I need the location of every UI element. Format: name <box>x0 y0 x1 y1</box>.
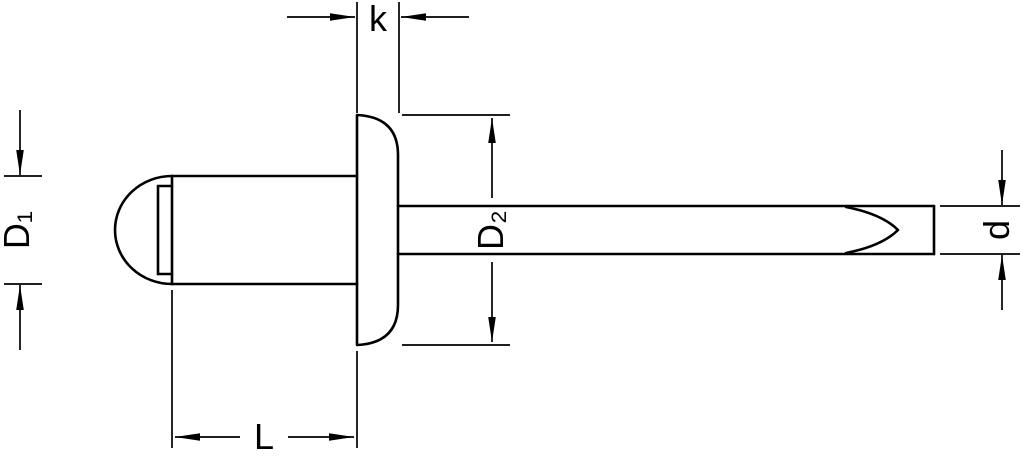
mandrel-breakneck-notch <box>844 205 900 255</box>
dimension-l: L <box>171 290 358 457</box>
dome-head-arc <box>113 174 174 286</box>
dimension-d1: D₁ <box>0 110 42 350</box>
dimension-label-k: k <box>369 0 388 39</box>
dimension-d: d <box>940 150 1020 310</box>
dimension-label-d: d <box>976 220 1017 240</box>
dimension-label-l: L <box>254 416 274 457</box>
dimension-label-d1: D₁ <box>0 211 37 249</box>
dimension-k: k <box>287 0 469 113</box>
rivet-outline <box>113 113 936 347</box>
dimension-d2: D₂ <box>402 114 511 346</box>
flange-head <box>355 113 400 347</box>
dimension-label-d2: D₂ <box>470 210 511 250</box>
